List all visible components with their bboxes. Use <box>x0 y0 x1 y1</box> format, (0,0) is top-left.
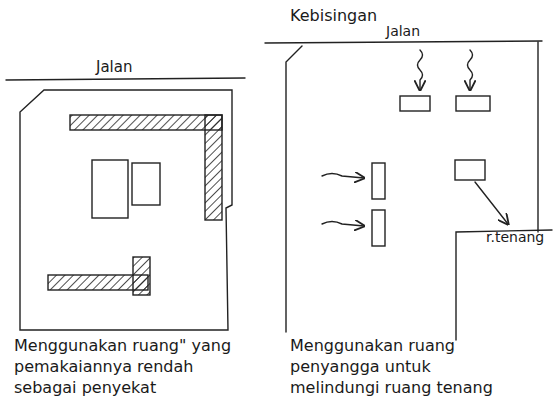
site-outline <box>537 42 538 232</box>
room <box>132 163 160 205</box>
road-line <box>265 41 542 43</box>
site-outline <box>20 90 232 330</box>
noise-arrow <box>468 50 473 90</box>
caption-text: Menggunakan ruang" yang pemakaiannya ren… <box>14 336 236 398</box>
noise-arrow <box>418 50 423 90</box>
road-line <box>6 78 245 80</box>
noise-arrow <box>322 174 364 179</box>
buffer-space <box>133 257 150 295</box>
buffer-room <box>400 96 430 111</box>
leader-line <box>475 182 508 224</box>
buffer-room <box>456 96 490 111</box>
noise-arrow <box>322 222 364 227</box>
buffer-space <box>205 115 222 220</box>
quiet-room <box>455 160 485 180</box>
site-outline <box>286 46 302 332</box>
buffer-room <box>372 163 385 199</box>
road-label: Jalan <box>386 22 456 40</box>
caption-text: Menggunakan ruang penyangga untuk melind… <box>290 336 512 398</box>
buffer-room <box>372 210 385 246</box>
room <box>92 160 128 218</box>
road-label: Jalan <box>96 58 166 78</box>
site-outline <box>456 230 552 340</box>
room-label: r.tenang <box>486 228 556 246</box>
buffer-space <box>70 115 222 130</box>
